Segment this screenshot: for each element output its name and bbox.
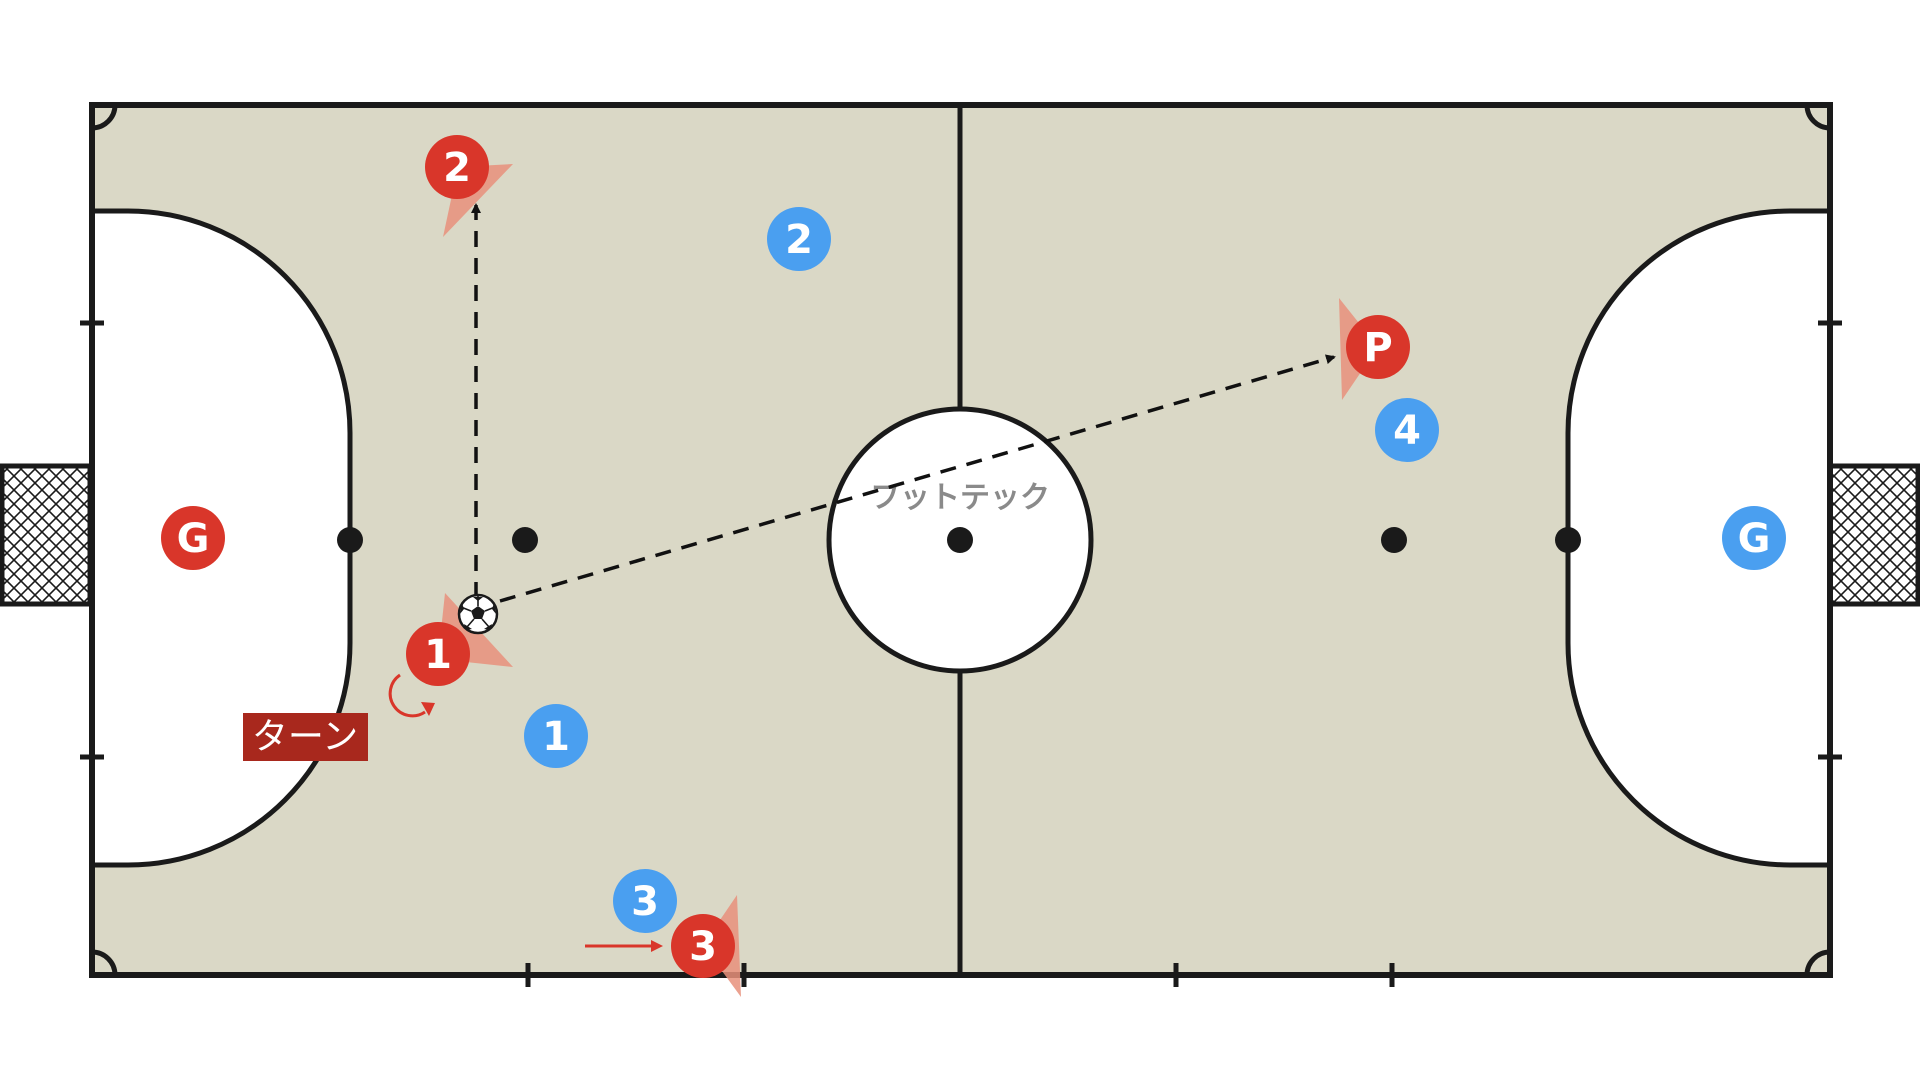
svg-text:3: 3 bbox=[631, 879, 659, 925]
left-goal bbox=[0, 463, 93, 607]
rotate-arrow-icon bbox=[388, 673, 435, 718]
blue-player-2: 2 bbox=[767, 207, 831, 271]
soccer-ball-icon bbox=[457, 593, 499, 635]
blue-player-1: 1 bbox=[524, 704, 588, 768]
svg-text:P: P bbox=[1363, 325, 1392, 371]
corner-arcs bbox=[91, 104, 1831, 976]
svg-text:1: 1 bbox=[542, 714, 570, 760]
blue-player-3: 3 bbox=[613, 869, 677, 933]
pass-arrow-to-pivot bbox=[499, 354, 1336, 603]
svg-text:2: 2 bbox=[785, 217, 813, 263]
right-penalty-area bbox=[1568, 211, 1830, 865]
red-player-2: 2 bbox=[425, 135, 489, 199]
svg-text:G: G bbox=[1738, 516, 1771, 562]
boundary-ticks bbox=[80, 320, 1842, 987]
svg-text:G: G bbox=[177, 516, 210, 562]
svg-text:1: 1 bbox=[424, 632, 452, 678]
red-goalkeeper: G bbox=[161, 506, 225, 570]
right-goal bbox=[1827, 463, 1920, 607]
blue-player-4: 4 bbox=[1375, 398, 1439, 462]
red-player-1: 1 bbox=[406, 622, 470, 686]
svg-text:2: 2 bbox=[443, 145, 471, 191]
svg-text:ターン: ターン bbox=[252, 717, 358, 758]
red-pivot-player: P bbox=[1346, 315, 1410, 379]
svg-text:4: 4 bbox=[1393, 408, 1421, 454]
turn-label: ターン bbox=[243, 713, 368, 761]
svg-text:3: 3 bbox=[689, 924, 717, 970]
penalty-spots bbox=[337, 527, 1581, 553]
red-player-3: 3 bbox=[671, 914, 735, 978]
blue-goalkeeper: G bbox=[1722, 506, 1786, 570]
watermark-text: フットテック bbox=[870, 481, 1050, 516]
